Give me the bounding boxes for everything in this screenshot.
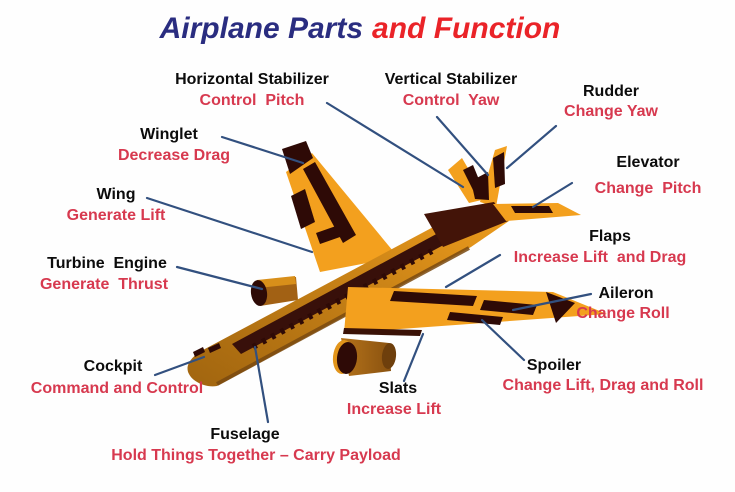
near-engine-intake xyxy=(336,342,358,374)
airplane-illustration xyxy=(187,141,607,387)
leader-line-fuselage xyxy=(253,345,270,424)
leader-line-cockpit xyxy=(153,355,206,377)
part-function-flaps: Increase Lift and Drag xyxy=(513,249,687,266)
part-function-winglet: Decrease Drag xyxy=(117,147,231,164)
part-name-cockpit: Cockpit xyxy=(83,358,143,375)
leader-line-horizontal-stabilizer xyxy=(325,101,465,189)
far-wing-stripe-outer xyxy=(303,162,356,243)
part-function-spoiler: Change Lift, Drag and Roll xyxy=(502,377,704,394)
part-name-wing: Wing xyxy=(96,186,136,203)
spoiler-stripe xyxy=(447,312,503,325)
part-function-fuselage: Hold Things Together – Carry Payload xyxy=(111,447,401,464)
part-name-fuselage: Fuselage xyxy=(210,426,280,443)
elevator-stripe xyxy=(511,206,553,213)
far-wing-stripe-inner xyxy=(291,189,315,229)
part-name-horizontal-stabilizer: Horizontal Stabilizer xyxy=(175,71,329,88)
cockpit-window-1 xyxy=(193,347,205,357)
leader-line-elevator xyxy=(531,181,574,209)
part-name-turbine-engine: Turbine Engine xyxy=(47,255,167,272)
part-name-slats: Slats xyxy=(378,380,418,397)
part-name-aileron: Aileron xyxy=(598,285,654,302)
winglet-shape xyxy=(282,141,313,174)
part-name-winglet: Winglet xyxy=(140,126,198,143)
part-name-spoiler: Spoiler xyxy=(526,357,582,374)
leader-line-turbine-engine xyxy=(175,265,264,291)
part-name-elevator: Elevator xyxy=(616,154,680,171)
far-wing-stripe-root xyxy=(316,226,340,244)
far-engine-highlight xyxy=(257,276,296,288)
part-function-aileron: Change Roll xyxy=(576,305,670,322)
part-function-slats: Increase Lift xyxy=(346,401,442,418)
part-name-rudder: Rudder xyxy=(583,83,639,100)
near-engine-exhaust xyxy=(381,343,397,369)
title-function-text: and Function xyxy=(372,12,561,45)
leader-line-wing xyxy=(145,196,314,254)
part-function-wing: Generate Lift xyxy=(66,207,166,224)
leader-lines xyxy=(145,101,593,424)
leader-line-spoiler xyxy=(480,318,526,362)
part-function-vertical-stabilizer: Control Yaw xyxy=(402,92,500,109)
leader-line-rudder xyxy=(505,124,558,170)
part-function-rudder: Change Yaw xyxy=(564,103,658,120)
flap-stripe xyxy=(390,291,477,306)
title-parts-text: Airplane Parts xyxy=(159,12,364,45)
part-name-flaps: Flaps xyxy=(589,228,631,245)
part-function-turbine-engine: Generate Thrust xyxy=(39,276,169,293)
tailcone-shadow xyxy=(424,202,508,247)
fin-root-shadow xyxy=(471,172,489,200)
leader-line-slats xyxy=(402,332,425,383)
leader-line-vertical-stabilizer xyxy=(435,115,490,177)
part-function-cockpit: Command and Control xyxy=(30,380,204,397)
aileron-stripe xyxy=(480,300,537,315)
part-name-vertical-stabilizer: Vertical Stabilizer xyxy=(384,71,518,88)
wing-root-shadow xyxy=(343,328,422,336)
leader-line-aileron xyxy=(511,292,593,312)
cockpit-window-2 xyxy=(208,343,221,353)
part-function-elevator: Change Pitch xyxy=(594,180,702,197)
rudder-stripe xyxy=(493,152,505,188)
leader-line-winglet xyxy=(220,135,305,165)
wingtip-shape xyxy=(546,292,575,323)
window-row xyxy=(251,248,434,350)
fuselage-bottom-shadow xyxy=(216,246,470,386)
part-function-horizontal-stabilizer: Control Pitch xyxy=(199,92,305,109)
leader-line-flaps xyxy=(444,253,502,289)
